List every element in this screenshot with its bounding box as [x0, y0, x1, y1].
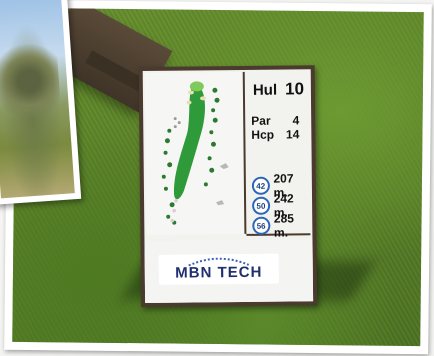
par-row: Par 4	[251, 113, 299, 128]
green-shape	[189, 81, 204, 92]
overlapping-photo	[0, 0, 82, 205]
tee-markers	[170, 198, 178, 223]
hcp-label: Hcp	[251, 127, 275, 142]
tree-shape	[0, 34, 62, 129]
rock-shapes	[216, 163, 229, 206]
tree-sky-photo	[0, 0, 75, 199]
tee-distance: 285 m.	[273, 211, 294, 240]
tee-marker-icon: 56	[252, 216, 271, 235]
hole-map-drawing	[161, 81, 229, 225]
tee-row: 56 285 m.	[252, 211, 310, 240]
logo-arc-icon	[188, 257, 250, 267]
sponsor-name: MBN TECH	[175, 263, 263, 282]
sponsor-area: MBN TECH	[144, 239, 314, 303]
hole-title: Hul 10	[253, 79, 304, 100]
tree-dots	[161, 87, 220, 225]
hole-map	[144, 71, 247, 235]
par-value: 4	[292, 113, 300, 128]
hcp-row: Hcp 14	[251, 127, 299, 142]
bunker-1	[187, 90, 194, 95]
path-dots	[173, 117, 181, 129]
bunker-3	[186, 100, 192, 105]
bunker-2	[199, 96, 206, 101]
par-label: Par	[251, 113, 271, 128]
hole-number: 10	[284, 79, 305, 99]
fairway-shape	[173, 84, 205, 200]
hcp-value: 14	[285, 127, 300, 142]
sponsor-logo: MBN TECH	[158, 253, 279, 285]
hole-label: Hul	[252, 81, 278, 99]
